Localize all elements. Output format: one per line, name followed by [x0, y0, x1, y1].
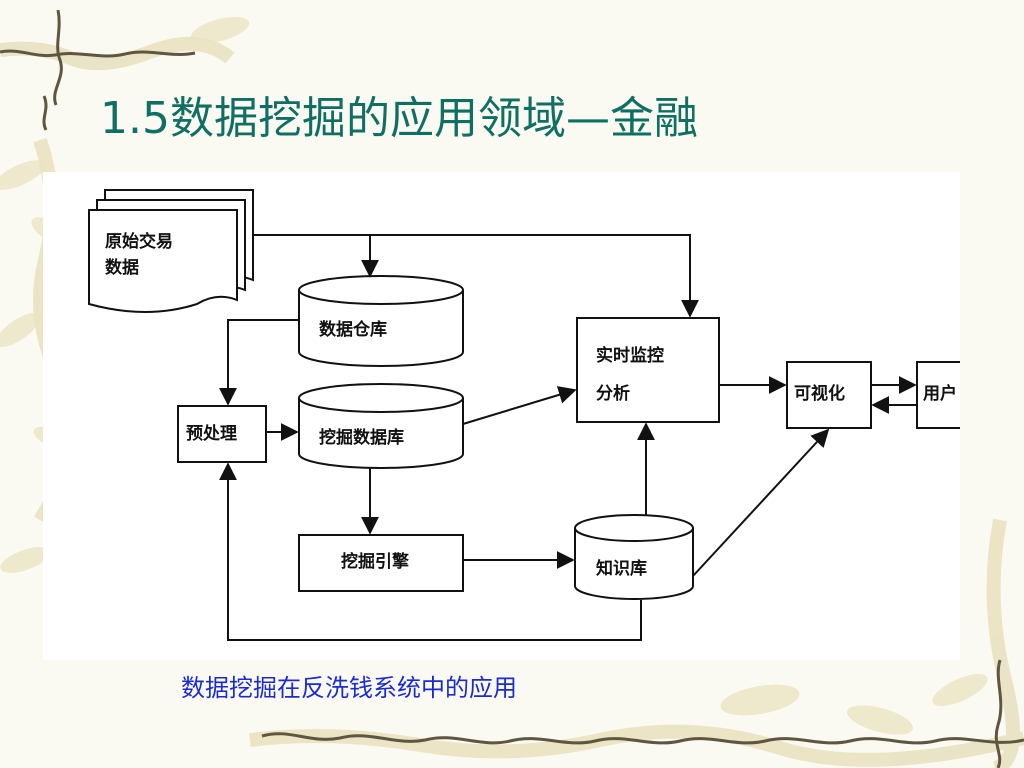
data-warehouse-label: 数据仓库: [319, 320, 387, 340]
monitor-label-line2: 分析: [596, 384, 630, 404]
knowledge-base-label: 知识库: [596, 559, 647, 579]
mining-db-label: 挖掘数据库: [319, 428, 404, 448]
monitor-box: [576, 317, 720, 423]
visualization-label: 可视化: [794, 384, 845, 404]
monitor-label-line1: 实时监控: [596, 346, 664, 366]
raw-data-label-line2: 数据: [105, 258, 139, 278]
preprocess-box: [177, 405, 267, 463]
user-box: [916, 361, 960, 429]
diagram-graphics: [88, 189, 960, 641]
preprocess-label: 预处理: [186, 424, 237, 444]
mining-engine-box: [298, 534, 464, 592]
document-front: [88, 209, 238, 313]
data-warehouse-cylinder: [298, 275, 464, 367]
user-label: 用户: [923, 384, 957, 404]
slide-title: 1.5数据挖掘的应用领域—金融: [100, 93, 698, 144]
edge-kb-visualization: [692, 428, 830, 577]
edge-warehouse-preprocess: [219, 319, 299, 406]
mining-db-cylinder: [298, 383, 464, 469]
edge-miningdb-monitor: [462, 386, 577, 425]
edge-kb-preprocess: [219, 462, 642, 641]
knowledge-base-cylinder: [574, 514, 694, 600]
flow-diagram: 原始交易 数据 数据仓库 预处理 挖掘数据库 挖掘引擎 知识库 实时监控 分析 …: [43, 172, 960, 660]
raw-data-label-line1: 原始交易: [105, 232, 173, 252]
figure-caption: 数据挖掘在反洗钱系统中的应用: [181, 674, 517, 702]
visualization-box: [786, 361, 872, 429]
mining-engine-label: 挖掘引擎: [341, 552, 409, 572]
edge-raw-top: [253, 234, 699, 318]
